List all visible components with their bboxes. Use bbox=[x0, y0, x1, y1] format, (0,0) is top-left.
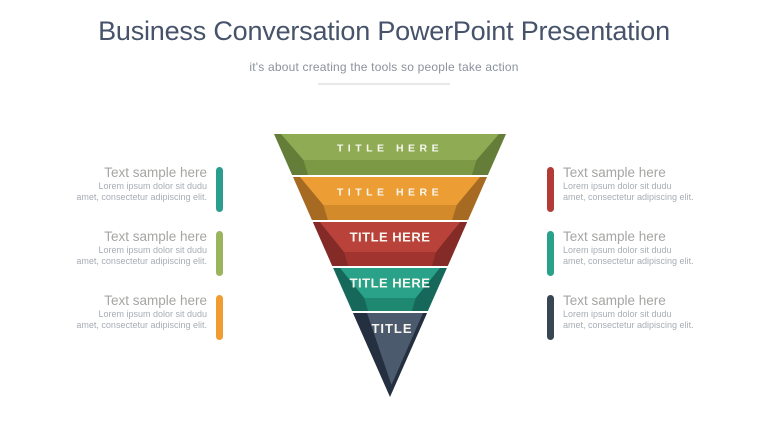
block-body-line: amet, consectetur adipiscing elit. bbox=[76, 191, 207, 202]
funnel-layer-face bbox=[340, 268, 440, 298]
slide-header: Business Conversation PowerPoint Present… bbox=[0, 16, 768, 85]
text-block: Text sample here Lorem ipsum dolor sit d… bbox=[547, 293, 715, 340]
funnel-layer-band bbox=[344, 252, 436, 266]
text-block: Text sample here Lorem ipsum dolor sit d… bbox=[55, 165, 223, 212]
funnel-layer-face bbox=[300, 177, 480, 205]
block-body-line: amet, consectetur adipiscing elit. bbox=[563, 191, 694, 202]
funnel-layer-face bbox=[281, 134, 499, 160]
block-body-line: Lorem ipsum dolor sit dudu bbox=[563, 309, 672, 319]
text-block: Text sample here Lorem ipsum dolor sit d… bbox=[55, 229, 223, 276]
title-divider bbox=[318, 83, 450, 85]
block-heading: Text sample here bbox=[563, 165, 666, 180]
accent-bar bbox=[547, 231, 554, 276]
block-heading: Text sample here bbox=[104, 229, 207, 244]
funnel-layer-4: TITLE HERE bbox=[333, 268, 447, 311]
funnel-layer-face bbox=[367, 313, 423, 385]
block-text: Text sample here Lorem ipsum dolor sit d… bbox=[55, 293, 207, 330]
slide-subtitle: it's about creating the tools so people … bbox=[249, 60, 519, 74]
block-heading: Text sample here bbox=[104, 293, 207, 308]
block-body-line: Lorem ipsum dolor sit dudu bbox=[98, 181, 207, 191]
block-heading: Text sample here bbox=[104, 165, 207, 180]
funnel-layer-band bbox=[323, 205, 457, 220]
funnel-layer-1: TITLE HERE bbox=[274, 134, 506, 175]
funnel-layer-label: TITLE HERE bbox=[337, 143, 443, 155]
block-body-line: amet, consectetur adipiscing elit. bbox=[563, 255, 694, 266]
funnel-layer-band bbox=[364, 298, 416, 311]
block-body-line: Lorem ipsum dolor sit dudu bbox=[98, 309, 207, 319]
funnel-layer-label: TITLE HERE bbox=[350, 276, 431, 291]
block-body-line: amet, consectetur adipiscing elit. bbox=[76, 255, 207, 266]
funnel-layer-label: TITLE HERE bbox=[350, 230, 431, 245]
block-text: Text sample here Lorem ipsum dolor sit d… bbox=[563, 229, 715, 266]
accent-bar bbox=[547, 295, 554, 340]
accent-bar bbox=[216, 295, 223, 340]
block-body-line: amet, consectetur adipiscing elit. bbox=[563, 319, 694, 330]
block-text: Text sample here Lorem ipsum dolor sit d… bbox=[55, 229, 207, 266]
funnel-layer-label: TITLE HERE bbox=[337, 187, 443, 199]
slide-title: Business Conversation PowerPoint Present… bbox=[98, 16, 670, 46]
text-block: Text sample here Lorem ipsum dolor sit d… bbox=[547, 229, 715, 276]
funnel-layer-5: TITLE bbox=[352, 313, 428, 397]
block-heading: Text sample here bbox=[563, 293, 666, 308]
text-block: Text sample here Lorem ipsum dolor sit d… bbox=[55, 293, 223, 340]
funnel-layer-3: TITLE HERE bbox=[312, 222, 468, 266]
block-text: Text sample here Lorem ipsum dolor sit d… bbox=[563, 165, 715, 202]
funnel-layer-2: TITLE HERE bbox=[293, 177, 487, 220]
funnel-layer-face bbox=[319, 222, 461, 252]
funnel-layer-band bbox=[303, 160, 477, 175]
accent-bar bbox=[216, 231, 223, 276]
funnel-layer-label: TITLE bbox=[371, 321, 412, 336]
block-text: Text sample here Lorem ipsum dolor sit d… bbox=[55, 165, 207, 202]
block-body-line: amet, consectetur adipiscing elit. bbox=[76, 319, 207, 330]
accent-bar bbox=[547, 167, 554, 212]
block-heading: Text sample here bbox=[563, 229, 666, 244]
block-body-line: Lorem ipsum dolor sit dudu bbox=[563, 181, 672, 191]
block-body-line: Lorem ipsum dolor sit dudu bbox=[98, 245, 207, 255]
block-body-line: Lorem ipsum dolor sit dudu bbox=[563, 245, 672, 255]
accent-bar bbox=[216, 167, 223, 212]
text-block: Text sample here Lorem ipsum dolor sit d… bbox=[547, 165, 715, 212]
block-text: Text sample here Lorem ipsum dolor sit d… bbox=[563, 293, 715, 330]
